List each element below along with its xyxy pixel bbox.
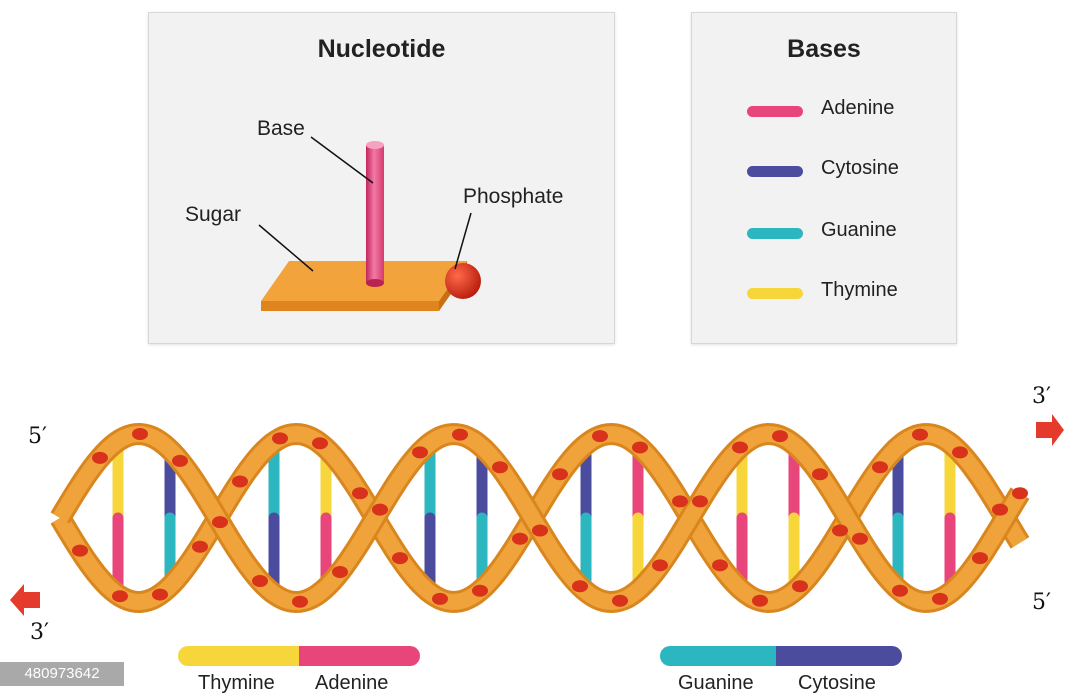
cytosine-segment: [776, 646, 902, 666]
phosphate-dot: [692, 495, 708, 507]
pair-thymine-adenine: Thymine Adenine: [178, 646, 423, 674]
phosphate-dot: [92, 452, 108, 464]
pair-guanine-label: Guanine: [678, 672, 754, 695]
phosphate-dot: [612, 595, 628, 607]
arrow-left-icon: [10, 584, 40, 616]
guanine-segment: [660, 646, 776, 666]
phosphate-dot: [512, 533, 528, 545]
phosphate-dot: [772, 430, 788, 442]
phosphate-dot: [492, 461, 508, 473]
phosphate-dot: [852, 533, 868, 545]
arrow-right-icon: [1036, 414, 1064, 446]
phosphate-dot: [132, 428, 148, 440]
phosphate-dot: [972, 552, 988, 564]
thymine-segment: [178, 646, 299, 666]
phosphate-dot: [652, 559, 668, 571]
phosphate-dot: [372, 504, 388, 516]
phosphate-dot: [992, 504, 1008, 516]
phosphate-dot: [832, 525, 848, 537]
phosphate-dot: [912, 429, 928, 441]
phosphate-dot: [872, 461, 888, 473]
phosphate-dot: [572, 580, 588, 592]
phosphate-dot: [412, 446, 428, 458]
pair-bar-gc: [660, 646, 902, 666]
phosphate-dot: [432, 593, 448, 605]
phosphate-dot: [732, 441, 748, 453]
phosphate-dot: [472, 585, 488, 597]
phosphate-dot: [712, 559, 728, 571]
label-5prime-right: 5′: [1032, 590, 1051, 615]
phosphate-dot: [292, 596, 308, 608]
label-5prime-left: 5′: [28, 424, 47, 449]
phosphate-dot: [232, 476, 248, 488]
phosphate-dot: [192, 541, 208, 553]
phosphate-dot: [532, 525, 548, 537]
pair-guanine-cytosine: Guanine Cytosine: [660, 646, 905, 674]
phosphate-dot: [1012, 487, 1028, 499]
phosphate-dot: [72, 545, 88, 557]
pair-bar-ta: [178, 646, 420, 666]
phosphate-dot: [172, 455, 188, 467]
label-3prime-left: 3′: [30, 620, 49, 645]
phosphate-dot: [932, 593, 948, 605]
phosphate-dot: [392, 552, 408, 564]
phosphate-dot: [592, 430, 608, 442]
phosphate-dot: [112, 590, 128, 602]
phosphate-dot: [792, 580, 808, 592]
phosphate-dot: [272, 432, 288, 444]
phosphate-dot: [632, 441, 648, 453]
phosphate-dot: [452, 429, 468, 441]
phosphate-dot: [552, 468, 568, 480]
phosphate-dot: [952, 446, 968, 458]
pair-thymine-label: Thymine: [198, 672, 275, 695]
adenine-segment: [299, 646, 420, 666]
stock-image-id: 480973642: [0, 662, 124, 686]
pair-adenine-label: Adenine: [315, 672, 388, 695]
phosphate-dot: [672, 495, 688, 507]
phosphate-dot: [812, 468, 828, 480]
phosphate-dot: [892, 585, 908, 597]
label-3prime-right: 3′: [1032, 384, 1051, 409]
phosphate-dot: [152, 589, 168, 601]
phosphate-dot: [212, 516, 228, 528]
pair-cytosine-label: Cytosine: [798, 672, 876, 695]
phosphate-dot: [252, 575, 268, 587]
phosphate-dot: [352, 487, 368, 499]
phosphate-dot: [312, 437, 328, 449]
phosphate-dot: [332, 566, 348, 578]
phosphate-dot: [752, 595, 768, 607]
